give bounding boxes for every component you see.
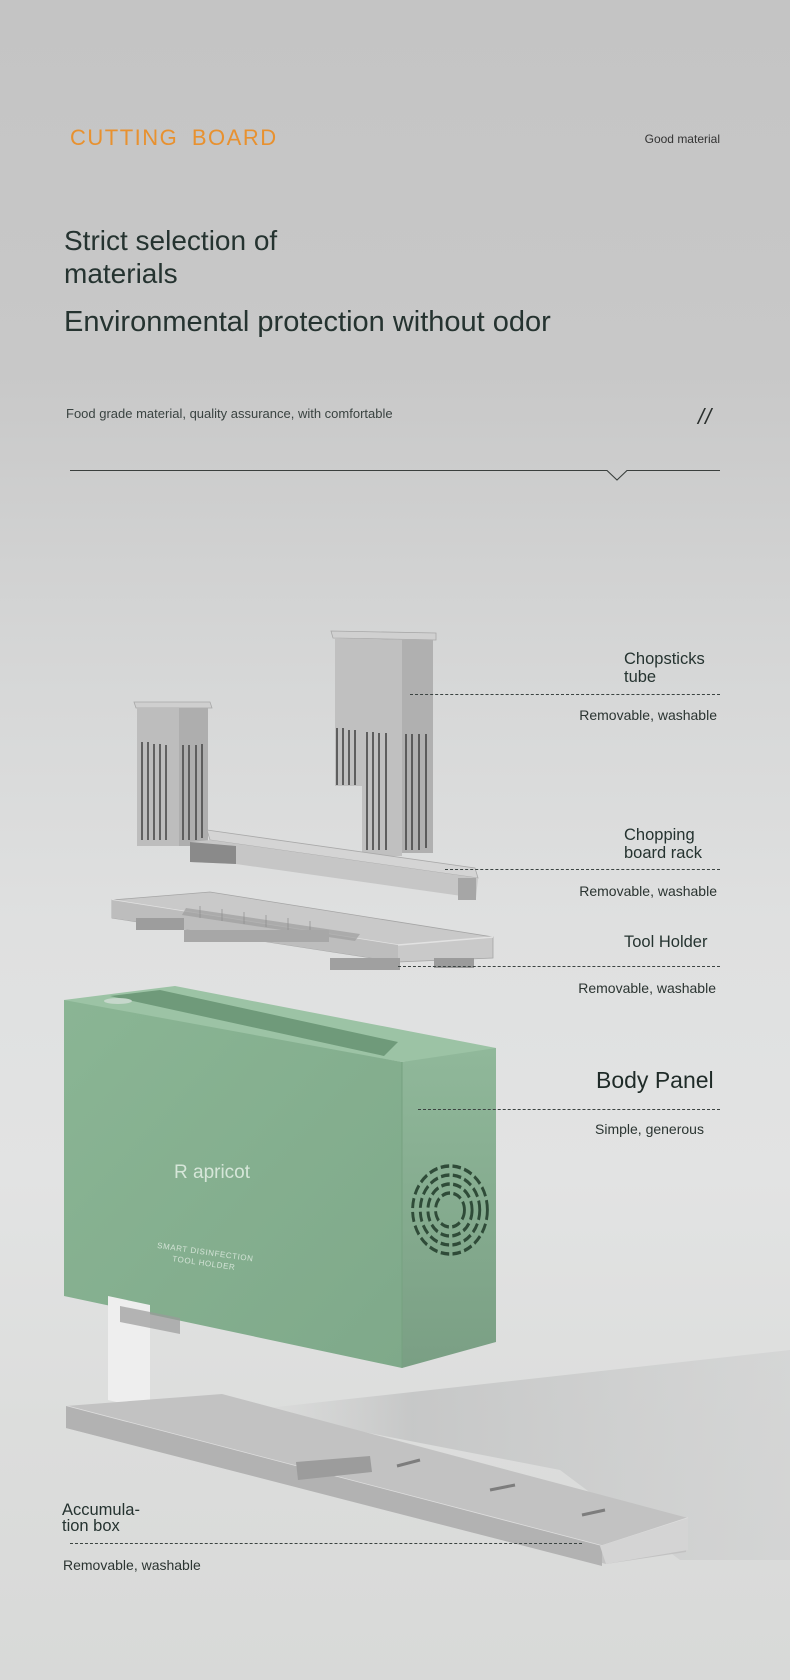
brand-title: CUTTING BOARD [70,125,278,150]
callout-chopsticks-tube-subtitle: Removable, washable [579,707,717,723]
headline-line-2: materials [64,258,178,289]
subheadline: Environmental protection without odor [64,306,551,338]
body-stand [108,1296,180,1410]
floor-shadow [250,1350,790,1560]
callout-accumulation-box-title: Accumula- tion box [62,1501,140,1535]
callout-tool-holder-leader [398,966,720,967]
callout-chopsticks-tube-title: Chopsticks tube [624,650,705,686]
chopsticks-tube-large [330,630,437,856]
description-text: Food grade material, quality assurance, … [66,406,393,421]
callout-body-panel-title: Body Panel [596,1067,714,1093]
tag-label: Good material [644,132,720,146]
divider-with-notch [70,470,720,481]
callout-accumulation-box-leader [70,1543,582,1544]
tool-holder-tray [111,891,494,970]
callout-chopping-board-rack-subtitle: Removable, washable [579,883,717,899]
slash-mark: // [698,404,713,429]
body-print-text: SMART DISINFECTION TOOL HOLDER [156,1240,255,1272]
body-panel [64,986,496,1368]
callout-chopsticks-tube-leader [410,694,720,695]
callout-tool-holder-subtitle: Removable, washable [578,980,716,996]
accumulation-box [65,1394,689,1566]
chopping-board-rack [190,829,479,900]
callout-tool-holder-title: Tool Holder [624,933,708,951]
body-brand-text: R apricot [174,1162,251,1183]
headline-line-1: Strict selection of [64,225,278,256]
callout-chopping-board-rack-leader [445,869,720,870]
callout-body-panel-subtitle: Simple, generous [595,1121,704,1137]
callout-chopping-board-rack-title: Chopping board rack [624,826,702,862]
callout-accumulation-box-subtitle: Removable, washable [63,1557,201,1573]
callout-body-panel-leader [418,1109,720,1110]
chopsticks-tube-small [133,701,213,846]
headline: Strict selection of materials [64,224,364,290]
